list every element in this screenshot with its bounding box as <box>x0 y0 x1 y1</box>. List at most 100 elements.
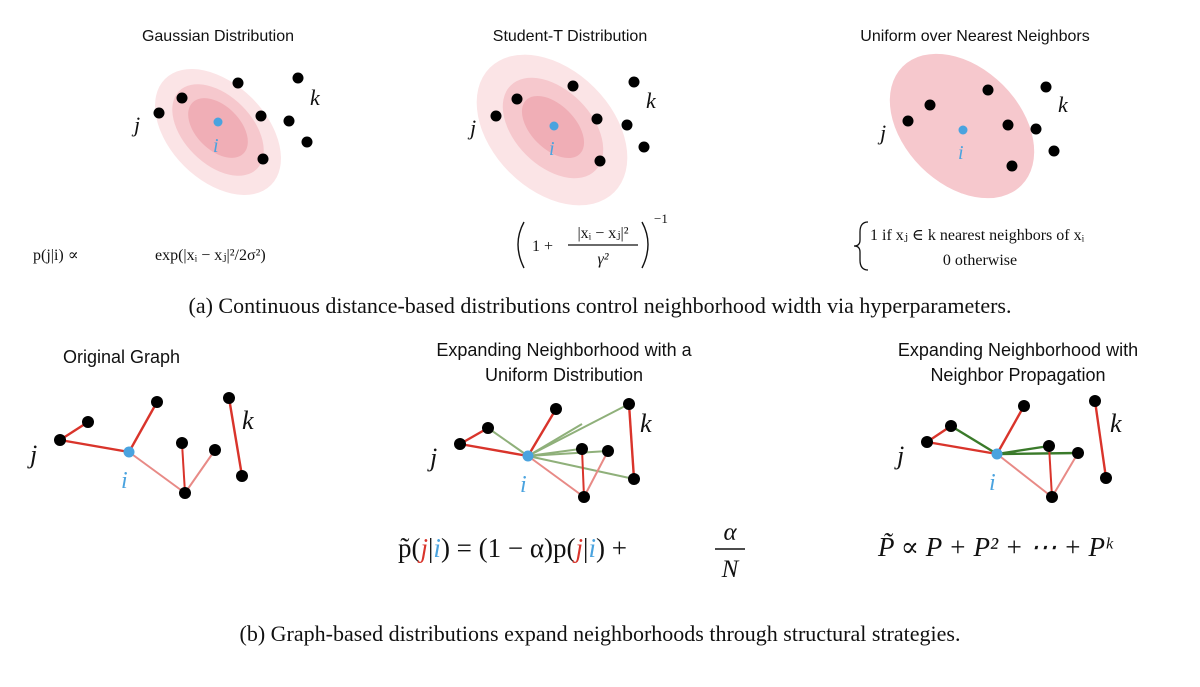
point <box>594 155 606 167</box>
point <box>924 99 936 111</box>
edge <box>627 403 636 480</box>
student-t-denominator: γ² <box>597 251 609 268</box>
node-i <box>522 450 534 462</box>
edge <box>227 397 244 477</box>
point-j <box>490 110 502 122</box>
label-i: i <box>989 470 996 496</box>
added-edge <box>996 451 1079 456</box>
point-i <box>958 125 968 135</box>
label-j: j <box>131 112 140 137</box>
label-j: j <box>894 441 904 470</box>
node <box>151 396 163 408</box>
node-j <box>454 438 466 450</box>
added-edge <box>487 427 529 457</box>
edge <box>526 408 558 457</box>
edge <box>583 450 609 498</box>
added-edge <box>527 403 630 457</box>
label-i: i <box>958 142 964 164</box>
point <box>638 141 650 153</box>
added-edge <box>527 455 635 480</box>
point-j <box>902 115 914 127</box>
node <box>1046 491 1058 503</box>
label-k: k <box>640 409 652 438</box>
edge <box>1048 445 1053 498</box>
point <box>1048 145 1060 157</box>
node <box>578 491 590 503</box>
label-i: i <box>520 472 527 498</box>
case-top: 1 if xⱼ ∈ k nearest neighbors of xᵢ <box>870 227 1085 244</box>
student-t-lead: 1 + <box>532 238 553 255</box>
right-paren <box>641 221 649 269</box>
node <box>576 443 588 455</box>
edge <box>996 453 1053 498</box>
student-t-numerator: |xᵢ − xⱼ|² <box>577 225 628 242</box>
propagation-graph: Expanding Neighborhood with Neighbor Pro… <box>877 340 1138 562</box>
point-j <box>153 107 165 119</box>
node <box>179 487 191 499</box>
node <box>602 445 614 457</box>
label-k: k <box>1110 409 1122 438</box>
edge <box>127 401 159 453</box>
point <box>176 92 188 104</box>
case-bottom: 0 otherwise <box>943 252 1017 269</box>
frac-numerator: α <box>723 519 737 546</box>
node <box>209 444 221 456</box>
gaussian-diagram: Gaussian Distribution i j k p(j|i) ∝ exp… <box>33 28 321 264</box>
node <box>82 416 94 428</box>
point-k <box>628 76 640 88</box>
label-j: j <box>427 443 437 472</box>
label-k: k <box>242 406 254 435</box>
node <box>945 420 957 432</box>
node-k <box>1089 395 1101 407</box>
label-k: k <box>1058 92 1069 117</box>
student-t-exponent: −1 <box>654 211 668 226</box>
node <box>1043 440 1055 452</box>
edge <box>459 442 529 458</box>
node <box>1072 447 1084 459</box>
label-k: k <box>310 85 321 110</box>
edge <box>581 448 585 498</box>
edge <box>1051 452 1079 498</box>
edge <box>59 438 130 454</box>
panel-a: Gaussian Distribution i j k p(j|i) ∝ exp… <box>33 28 1090 318</box>
point <box>621 119 633 131</box>
point-i <box>549 121 559 131</box>
node <box>628 473 640 485</box>
uniform-equation: p̃(j|i) = (1 − α)p(j|i) + <box>398 533 627 563</box>
caption-a: (a) Continuous distance-based distributi… <box>189 293 1012 318</box>
node <box>1018 400 1030 412</box>
original-graph: Original Graph i j k <box>27 347 254 499</box>
node <box>482 422 494 434</box>
edge <box>128 451 186 494</box>
node <box>1100 472 1112 484</box>
uniform-knn-title: Uniform over Nearest Neighbors <box>860 28 1089 45</box>
point <box>255 110 267 122</box>
label-k: k <box>646 88 657 113</box>
edge <box>527 455 585 498</box>
propagation-formula: P̃ ∝ P + P² + ⋯ + Pᵏ <box>877 532 1114 562</box>
label-j: j <box>27 440 37 469</box>
frac-denominator: N <box>721 556 740 583</box>
gaussian-formula: exp(|xᵢ − xⱼ|²/2σ²) <box>155 247 266 264</box>
uniform-title-line2: Uniform Distribution <box>485 365 643 385</box>
point-k <box>292 72 304 84</box>
node-i <box>991 448 1003 460</box>
edge <box>995 405 1026 455</box>
point <box>1030 123 1042 135</box>
point <box>511 93 523 105</box>
label-i: i <box>121 468 128 494</box>
edge <box>181 442 186 494</box>
point <box>301 136 313 148</box>
point <box>591 113 603 125</box>
node-i <box>123 446 135 458</box>
node <box>236 470 248 482</box>
added-edge <box>996 444 1050 456</box>
gaussian-inner-region <box>188 98 248 158</box>
label-j: j <box>467 115 476 140</box>
point <box>1006 160 1018 172</box>
left-paren <box>517 221 525 269</box>
original-graph-title: Original Graph <box>63 347 180 367</box>
gaussian-title: Gaussian Distribution <box>142 28 294 45</box>
point <box>232 77 244 89</box>
